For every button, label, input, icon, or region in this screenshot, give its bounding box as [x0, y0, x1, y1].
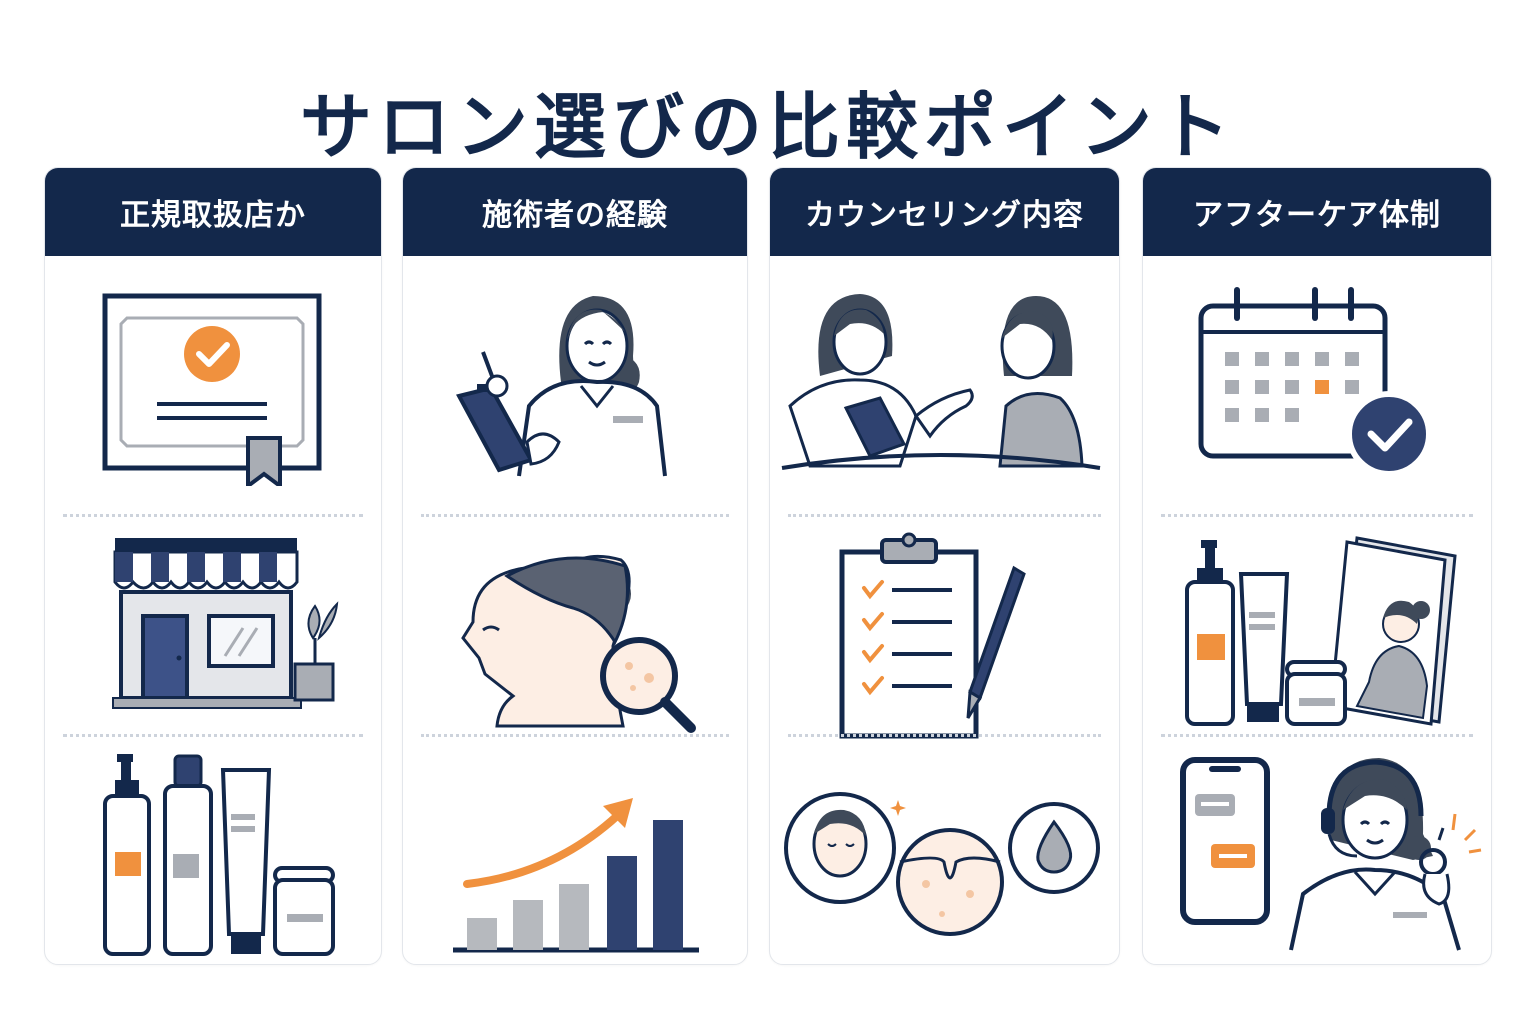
storefront-icon — [45, 526, 381, 746]
consultation-icon — [770, 266, 1119, 486]
card-heading: アフターケア体制 — [1143, 168, 1491, 256]
homecare-products-icon — [1143, 526, 1491, 746]
card-heading: 正規取扱店か — [45, 168, 381, 256]
calendar-check-icon — [1143, 266, 1491, 486]
card-authorized-store: 正規取扱店か — [44, 167, 382, 965]
card-counseling: カウンセリング内容 — [769, 167, 1120, 965]
skin-concern-icon — [770, 744, 1119, 964]
skincare-products-icon — [45, 744, 381, 964]
card-heading: カウンセリング内容 — [770, 168, 1119, 256]
card-practitioner-experience: 施術者の経験 — [402, 167, 748, 965]
card-aftercare: アフターケア体制 — [1142, 167, 1492, 965]
card-heading: 施術者の経験 — [403, 168, 747, 256]
support-icon — [1143, 744, 1491, 964]
checklist-icon — [770, 526, 1119, 746]
skin-analysis-icon — [403, 526, 747, 746]
growth-chart-icon — [403, 744, 747, 964]
certificate-icon — [45, 266, 381, 486]
practitioner-clipboard-icon — [403, 266, 747, 486]
page-title: サロン選びの比較ポイント — [299, 85, 1236, 170]
